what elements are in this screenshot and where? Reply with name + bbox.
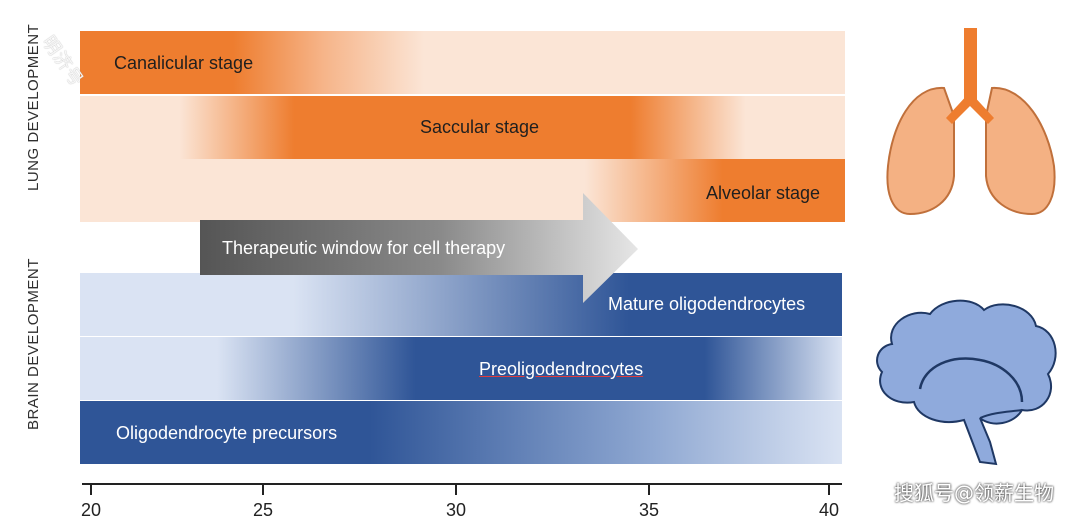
- canalicular-stage-bar: Canalicular stage: [80, 31, 845, 94]
- axis-tick-label: 30: [445, 500, 467, 520]
- saccular-stage-label: Saccular stage: [420, 117, 540, 137]
- therapeutic-window-arrow: [200, 193, 638, 303]
- therapeutic-window-label: Therapeutic window for cell therapy: [222, 238, 506, 258]
- lungs-icon: [886, 28, 1056, 216]
- alveolar-stage-label: Alveolar stage: [706, 183, 821, 203]
- preoligodendrocytes-label: Preoligodendrocytes: [479, 359, 644, 379]
- saccular-stage-bar: Saccular stage: [80, 96, 845, 159]
- axis-tick: [455, 483, 457, 495]
- mature-oligodendrocytes-label: Mature oligodendrocytes: [608, 294, 806, 314]
- canalicular-stage-label: Canalicular stage: [114, 53, 254, 73]
- brain-icon: [876, 299, 1057, 466]
- axis-tick-label: 20: [80, 500, 102, 520]
- preoligodendrocytes-bar: Preoligodendrocytes: [80, 337, 842, 400]
- axis-tick-label: 40: [818, 500, 840, 520]
- oligodendrocyte-precursors-bar: Oligodendrocyte precursors: [80, 401, 842, 464]
- axis-tick: [90, 483, 92, 495]
- lung-development-label: LUNG DEVELOPMENT: [25, 23, 42, 191]
- axis-tick-label: 25: [252, 500, 274, 520]
- axis-tick: [262, 483, 264, 495]
- oligodendrocyte-precursors-label: Oligodendrocyte precursors: [116, 423, 338, 443]
- axis-tick: [648, 483, 650, 495]
- brain-development-label: BRAIN DEVELOPMENT: [25, 258, 42, 430]
- axis-tick: [828, 483, 830, 495]
- mature-oligodendrocytes-bar: Mature oligodendrocytes: [80, 273, 842, 336]
- alveolar-stage-bar: Alveolar stage: [80, 159, 845, 222]
- age-axis: [82, 483, 842, 485]
- sohu-watermark: 搜狐号@领薪生物: [894, 481, 1054, 505]
- axis-tick-label: 35: [638, 500, 660, 520]
